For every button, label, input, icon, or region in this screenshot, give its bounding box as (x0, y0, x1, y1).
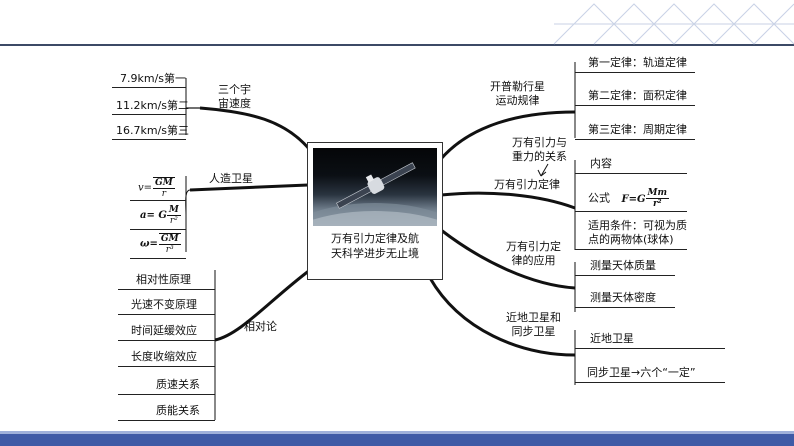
leaf-underline (112, 114, 186, 115)
relativity-label: 相对论 (244, 320, 277, 333)
header-decoration (553, 3, 794, 45)
leaf-underline (575, 211, 687, 212)
leaf-underline (575, 173, 687, 174)
near-earth-label: 近地卫星和 同步卫星 (506, 311, 561, 338)
cosmic-velocity-item-3: 16.7km/s第三 (116, 124, 190, 137)
application-item-1: 测量天体质量 (590, 259, 656, 272)
cosmic-velocity-item-1: 7.9km/s第一 (120, 72, 187, 85)
kepler-item-3: 第三定律：周期定律 (588, 123, 687, 136)
leaf-underline (575, 275, 675, 276)
cosmic-velocity-item-2: 11.2km/s第二 (116, 99, 190, 112)
leaf-underline (575, 105, 695, 106)
relativity-item-6: 质能关系 (156, 404, 200, 417)
relativity-item-4: 长度收缩效应 (131, 350, 197, 363)
leaf-underline (112, 139, 186, 140)
near-earth-item-1: 近地卫星 (590, 332, 634, 345)
leaf-underline (575, 307, 675, 308)
leaf-underline (118, 340, 215, 341)
central-title-line2: 天科学进步无止境 (331, 247, 419, 260)
kepler-label: 开普勒行星 运动规律 (490, 80, 545, 107)
relativity-item-3: 时间延缓效应 (131, 324, 197, 337)
footer-accent-light (0, 431, 794, 434)
relativity-item-5: 质速关系 (156, 378, 200, 391)
leaf-underline (130, 229, 186, 230)
leaf-underline (118, 289, 215, 290)
central-topic: 万有引力定律及航 天科学进步无止境 (307, 142, 443, 280)
leaf-underline (575, 348, 725, 349)
artificial-satellite-label: 人造卫星 (209, 172, 253, 185)
near-earth-item-2: 同步卫星→六个“一定” (587, 366, 696, 379)
kepler-item-2: 第二定律：面积定律 (588, 89, 687, 102)
leaf-underline (112, 87, 186, 88)
leaf-underline (130, 200, 186, 201)
application-label: 万有引力定 律的应用 (506, 240, 561, 267)
leaf-underline (118, 394, 215, 395)
leaf-underline (130, 258, 186, 259)
relativity-item-1: 相对性原理 (136, 273, 191, 286)
kepler-item-1: 第一定律：轨道定律 (588, 56, 687, 69)
gravity-relation-label: 万有引力与 重力的关系 (512, 136, 567, 163)
leaf-underline (118, 420, 215, 421)
leaf-underline (575, 72, 695, 73)
header-rule (0, 44, 794, 46)
cosmic-velocity-label: 三个宇 宙速度 (218, 83, 251, 110)
space-station-image (313, 148, 437, 226)
application-item-2: 测量天体密度 (590, 291, 656, 304)
leaf-underline (118, 366, 215, 367)
gravitation-law-label: 万有引力定律 (494, 178, 560, 191)
footer-accent-bar (0, 434, 794, 446)
central-title-line1: 万有引力定律及航 (331, 232, 419, 245)
gravitation-content: 内容 (590, 157, 612, 170)
leaf-underline (575, 249, 687, 250)
leaf-underline (575, 382, 725, 383)
leaf-underline (118, 314, 215, 315)
relativity-item-2: 光速不变原理 (131, 298, 197, 311)
gravitation-conditions: 适用条件：可视为质 点的两物体(球体) (588, 219, 687, 246)
central-topic-title: 万有引力定律及航 天科学进步无止境 (308, 231, 442, 261)
leaf-underline (575, 139, 695, 140)
